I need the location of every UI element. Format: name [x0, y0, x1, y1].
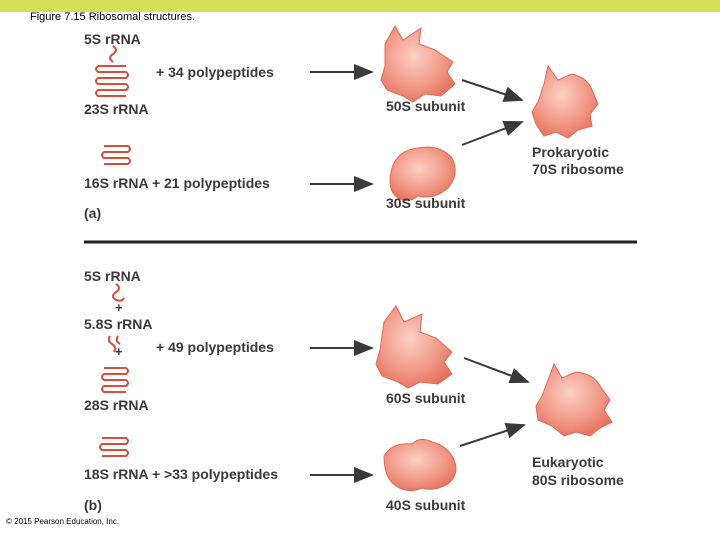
rna-16s-squiggle-a	[101, 145, 131, 165]
ribosome-80s-shape	[535, 362, 613, 437]
label-16s-rrna-21-polypeptides: 16S rRNA + 21 polypeptides	[84, 175, 270, 191]
label-23s-rrna: 23S rRNA	[84, 101, 149, 117]
subunit-40s-shape	[383, 438, 457, 492]
label-70s-ribosome: 70S ribosome	[532, 161, 624, 177]
arrow-50s-to-70s	[461, 79, 524, 102]
arrow-60s-to-80s	[463, 357, 530, 384]
rna-18s-squiggle-b	[99, 437, 129, 457]
label-50s-subunit: 50S subunit	[386, 98, 466, 114]
subunit-50s-shape	[380, 24, 456, 103]
label-28s-rrna: 28S rRNA	[84, 397, 149, 413]
label-34-polypeptides: + 34 polypeptides	[156, 64, 274, 80]
plus-sign-1: +	[115, 300, 123, 315]
panel-a-label: (a)	[84, 205, 102, 221]
arrow-40s-to-80s	[459, 423, 526, 447]
subunit-30s-shape	[389, 146, 456, 202]
label-eukaryotic: Eukaryotic	[532, 454, 604, 470]
subunit-60s-shape	[375, 305, 453, 389]
label-40s-subunit: 40S subunit	[386, 497, 466, 513]
label-60s-subunit: 60S subunit	[386, 390, 466, 406]
label-30s-subunit: 30S subunit	[386, 195, 466, 211]
ribosome-70s-shape	[531, 64, 599, 139]
label-prokaryotic: Prokaryotic	[532, 144, 610, 160]
panel-b-label: (b)	[84, 497, 102, 513]
label-18s-rrna-33-polypeptides: 18S rRNA + >33 polypeptides	[84, 466, 278, 482]
arrow-30s-to-70s	[461, 120, 524, 146]
label-5s-rrna-a: 5S rRNA	[84, 31, 141, 47]
header-accent-bar	[0, 0, 720, 12]
label-49-polypeptides: + 49 polypeptides	[156, 339, 274, 355]
copyright-notice: © 2015 Pearson Education, Inc.	[6, 517, 120, 526]
label-58s-rrna: 5.8S rRNA	[84, 316, 153, 332]
plus-sign-2: +	[115, 344, 123, 359]
label-80s-ribosome: 80S ribosome	[532, 472, 624, 488]
rna-5s-squiggle-a	[109, 45, 117, 63]
rna-23s-squiggle-a	[95, 65, 129, 97]
figure-title: Figure 7.15 Ribosomal structures.	[30, 11, 196, 23]
rna-28s-squiggle-b	[101, 367, 129, 393]
rna-5s-squiggle-b	[112, 283, 125, 302]
label-5s-rrna-b: 5S rRNA	[84, 268, 141, 284]
rna-58s-squiggle-b	[107, 335, 121, 353]
